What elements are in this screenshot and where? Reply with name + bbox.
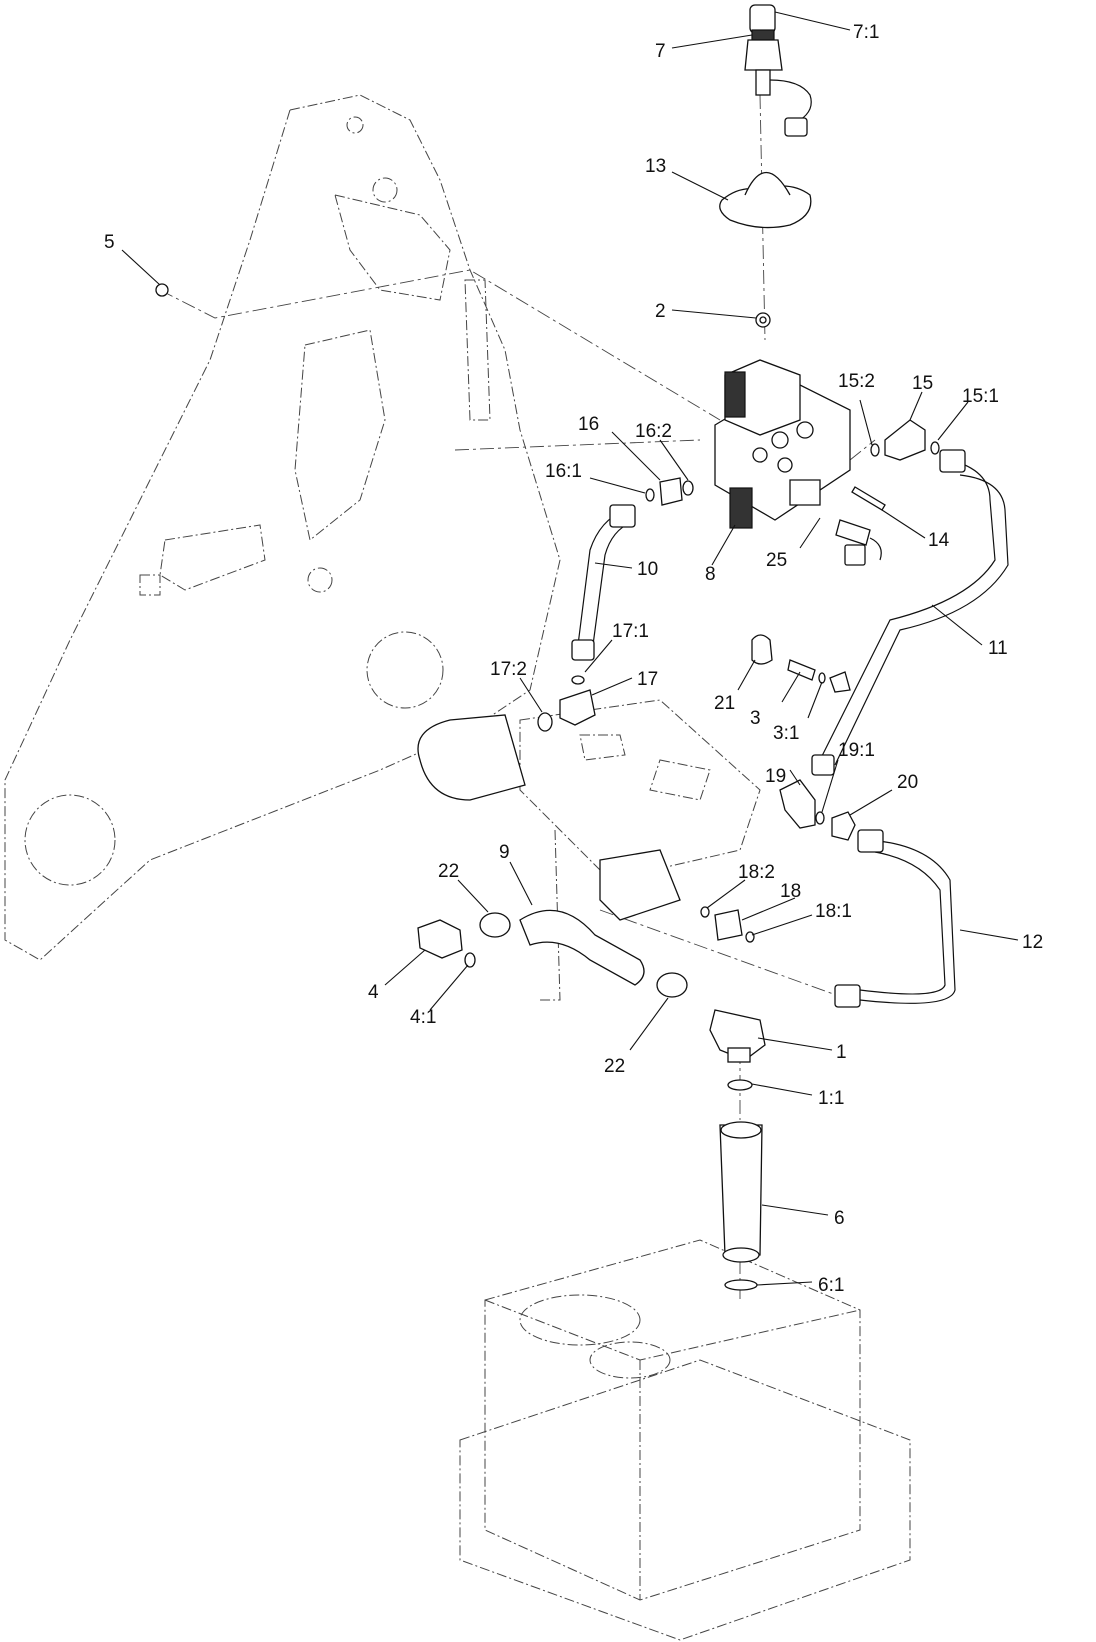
callout-6: 6 [834, 1208, 845, 1229]
oring-6-1 [724, 1279, 758, 1291]
tube-10 [571, 504, 636, 661]
nut-2 [755, 312, 771, 328]
pipe-6 [719, 1121, 763, 1263]
sensor-25 [835, 519, 882, 566]
tube-12 [834, 829, 956, 1008]
hydraulic-tank-ghost [459, 1239, 911, 1641]
elbow-1 [709, 1009, 766, 1063]
control-valve [714, 359, 851, 529]
frame-plate-ghost [4, 94, 561, 961]
callout-7: 7 [655, 41, 666, 62]
callout-16-2: 16:2 [635, 421, 672, 442]
elbow-19 [779, 779, 825, 829]
elbow-15 [870, 419, 940, 461]
callout-21: 21 [714, 693, 735, 714]
callout-3-1: 3:1 [773, 723, 799, 744]
callout-1-1: 1:1 [818, 1088, 844, 1109]
fitting-18 [700, 906, 755, 943]
leader-lines [121, 11, 1019, 1286]
tube-11 [811, 449, 1009, 776]
nut-5 [155, 283, 169, 297]
joystick-handle [744, 4, 812, 137]
callout-6-1: 6:1 [818, 1275, 844, 1296]
hose-9 [519, 909, 645, 986]
callout-22b: 22 [604, 1056, 625, 1077]
callout-3: 3 [750, 708, 761, 729]
callout-7-1: 7:1 [853, 22, 879, 43]
cap-21 [751, 634, 773, 665]
callout-19: 19 [765, 766, 786, 787]
callout-4: 4 [368, 982, 379, 1003]
clamp-22a [479, 912, 511, 938]
callout-20: 20 [897, 772, 918, 793]
pump-mount-ghost [519, 699, 761, 1001]
elbow-17 [537, 675, 596, 732]
callout-labels: 7:1 7 13 5 2 15:2 15 15:1 16 16:2 16:1 1… [104, 22, 1043, 1296]
callout-25: 25 [766, 550, 787, 571]
callout-9: 9 [499, 842, 510, 863]
callout-19-1: 19:1 [838, 740, 875, 761]
callout-2: 2 [655, 301, 666, 322]
callout-10: 10 [637, 559, 658, 580]
callout-17: 17 [637, 669, 658, 690]
oring-1-1 [727, 1079, 753, 1091]
callout-18: 18 [780, 881, 801, 902]
clamp-22b [656, 972, 688, 998]
center-lines [159, 94, 876, 1300]
callout-13: 13 [645, 156, 666, 177]
callout-11: 11 [988, 638, 1008, 659]
pump-motor [417, 714, 681, 921]
callout-8: 8 [705, 564, 716, 585]
callout-17-1: 17:1 [612, 621, 649, 642]
pin-14 [851, 486, 886, 511]
callout-16: 16 [578, 414, 599, 435]
callout-22a: 22 [438, 861, 459, 882]
fitting-16 [645, 477, 694, 506]
fitting-3 [787, 659, 851, 693]
callout-18-1: 18:1 [815, 901, 852, 922]
callout-14: 14 [928, 530, 950, 551]
callout-18-2: 18:2 [738, 862, 775, 883]
callout-12: 12 [1022, 932, 1043, 953]
callout-17-2: 17:2 [490, 659, 527, 680]
callout-5: 5 [104, 232, 115, 253]
callout-1: 1 [836, 1042, 847, 1063]
callout-16-1: 16:1 [545, 461, 582, 482]
fitting-4 [417, 919, 476, 968]
callout-4-1: 4:1 [410, 1007, 436, 1028]
callout-15-2: 15:2 [838, 371, 875, 392]
callout-15: 15 [912, 373, 933, 394]
nut-20 [831, 811, 856, 841]
joystick-boot [719, 171, 812, 229]
callout-15-1: 15:1 [962, 386, 999, 407]
